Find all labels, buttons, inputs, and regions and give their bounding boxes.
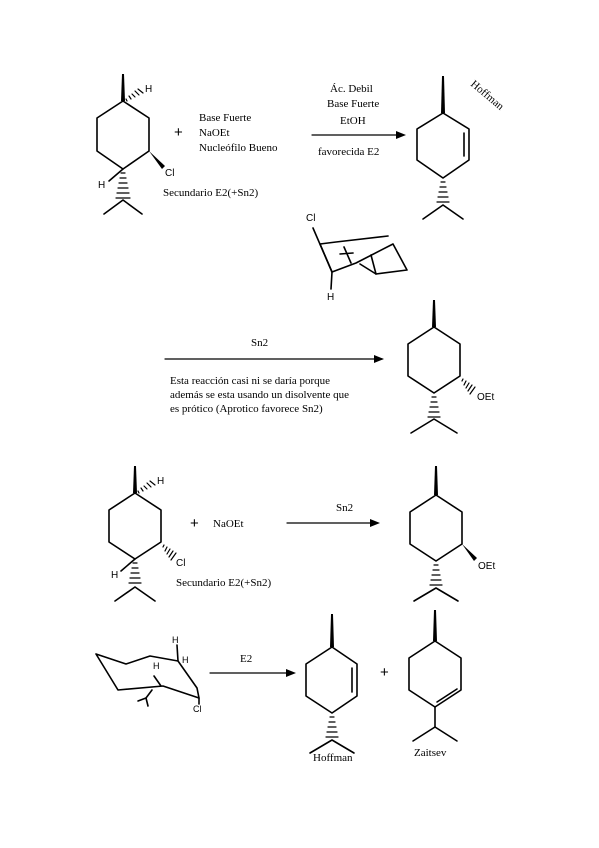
reagent-3: NaOEt <box>213 518 244 530</box>
arrow-below-1: favorecida E2 <box>318 146 379 158</box>
product-2-molecule <box>407 300 476 434</box>
chair2-atom-cl: Cl <box>193 704 202 714</box>
reactant-1-molecule: H Cl H <box>96 74 174 215</box>
classification-3: Secundario E2(+Sn2) <box>176 577 271 589</box>
reactant-3-molecule <box>108 466 177 602</box>
product-4-zaitsev-molecule <box>408 610 462 742</box>
atom-h-top-3: H <box>157 476 164 487</box>
chair-conformation-2 <box>95 644 200 707</box>
atom-h-left-3: H <box>111 570 118 581</box>
chair2-atom-h-3: H <box>153 661 160 671</box>
note-line-3: es prótico (Aprotico favorece Sn2) <box>170 403 323 415</box>
hashed-bond-h <box>125 88 144 102</box>
chair-atom-cl: Cl <box>306 213 315 224</box>
classification-1: Secundario E2(+Sn2) <box>163 187 258 199</box>
plus-sign-3: + <box>190 515 199 532</box>
arrow-label-sn2-3: Sn2 <box>336 502 353 514</box>
arrow-label-e2: E2 <box>240 653 252 665</box>
arrow-condition-3: EtOH <box>340 115 366 127</box>
chair2-atom-h-1: H <box>172 635 179 645</box>
note-line-1: Esta reacción casi ni se daría porque <box>170 375 330 387</box>
atom-cl: Cl <box>165 168 174 179</box>
arrow-condition-2: Base Fuerte <box>327 98 379 110</box>
hashed-bond-isopropyl <box>115 172 131 199</box>
reagent-line-3: Nucleófilo Bueno <box>199 142 278 154</box>
arrow-condition-1: Ác. Debil <box>330 83 373 95</box>
plus-sign-1: + <box>174 124 183 141</box>
reagent-line-1: Base Fuerte <box>199 112 251 124</box>
plus-sign-4: + <box>380 664 389 681</box>
chair2-atom-h-2: H <box>182 655 189 665</box>
arrow-label-sn2-1: Sn2 <box>251 337 268 349</box>
product-3-molecule <box>409 466 477 602</box>
chair-conformation-1 <box>312 227 408 290</box>
product-3-group: OEt <box>478 561 495 572</box>
atom-cl-3: Cl <box>176 558 185 569</box>
product-label-zaitsev: Zaitsev <box>414 747 447 759</box>
product-4-hoffman-molecule <box>305 614 358 754</box>
atom-h-top: H <box>145 84 152 95</box>
cl-wedge <box>149 151 165 169</box>
product-2-group: OEt <box>477 392 494 403</box>
atom-h-left: H <box>98 180 105 191</box>
product-label-hoffman-4: Hoffman <box>313 752 353 764</box>
chair-atom-h: H <box>327 292 334 303</box>
product-label-hoffman: Hoffman <box>468 78 506 113</box>
product-1-molecule <box>416 76 470 220</box>
note-line-2: además se esta usando un disolvente que <box>170 389 349 401</box>
reagent-line-2: NaOEt <box>199 127 230 139</box>
methyl-wedge <box>121 74 125 101</box>
